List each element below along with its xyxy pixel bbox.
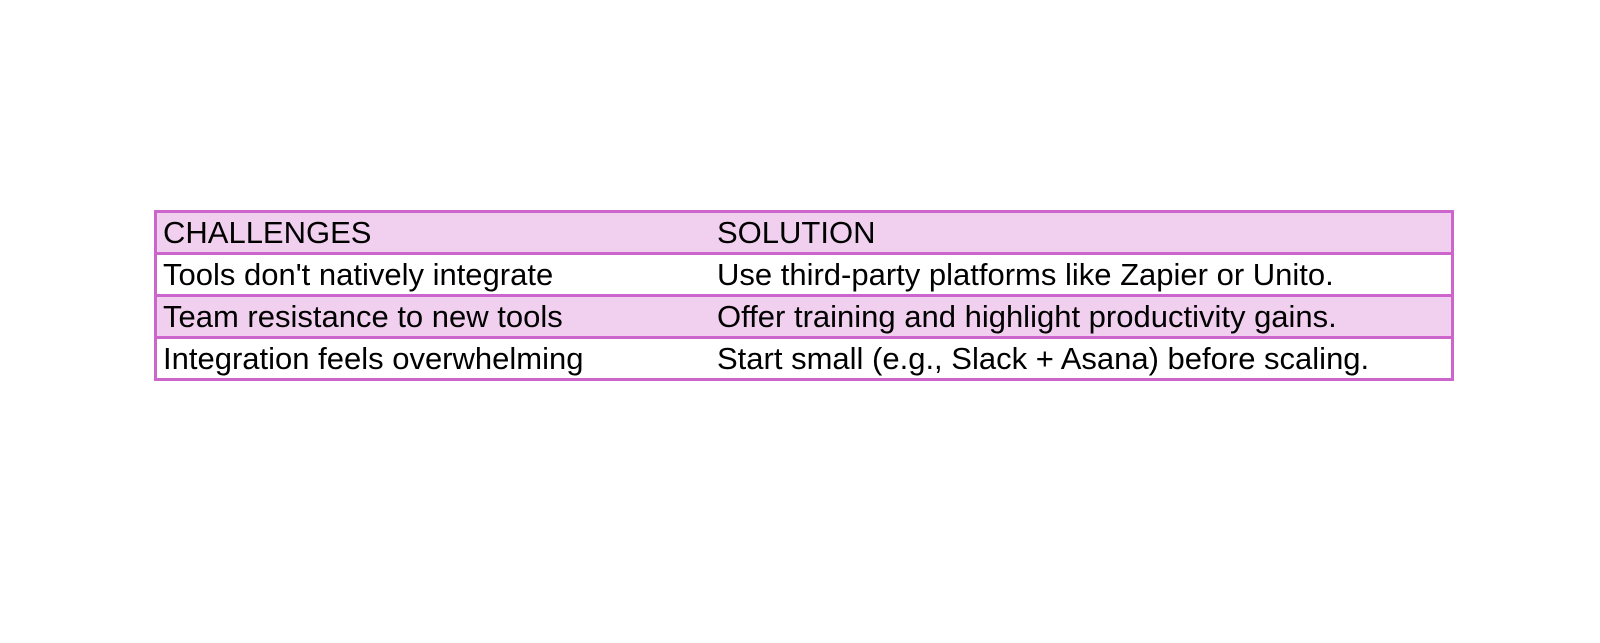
challenges-solutions-table: CHALLENGES SOLUTION Tools don't natively… xyxy=(154,210,1454,381)
solution-cell: Use third-party platforms like Zapier or… xyxy=(711,252,1454,297)
table-row: Integration feels overwhelming Start sma… xyxy=(154,336,1454,381)
solution-cell: Offer training and highlight productivit… xyxy=(711,294,1454,339)
table-row: Tools don't natively integrate Use third… xyxy=(154,252,1454,297)
challenge-cell: Tools don't natively integrate xyxy=(154,252,711,297)
challenge-cell: Integration feels overwhelming xyxy=(154,336,711,381)
table-row: Team resistance to new tools Offer train… xyxy=(154,294,1454,339)
challenge-cell: Team resistance to new tools xyxy=(154,294,711,339)
header-challenges: CHALLENGES xyxy=(154,210,711,255)
table-header-row: CHALLENGES SOLUTION xyxy=(154,210,1454,255)
header-solution: SOLUTION xyxy=(711,210,1454,255)
solution-cell: Start small (e.g., Slack + Asana) before… xyxy=(711,336,1454,381)
